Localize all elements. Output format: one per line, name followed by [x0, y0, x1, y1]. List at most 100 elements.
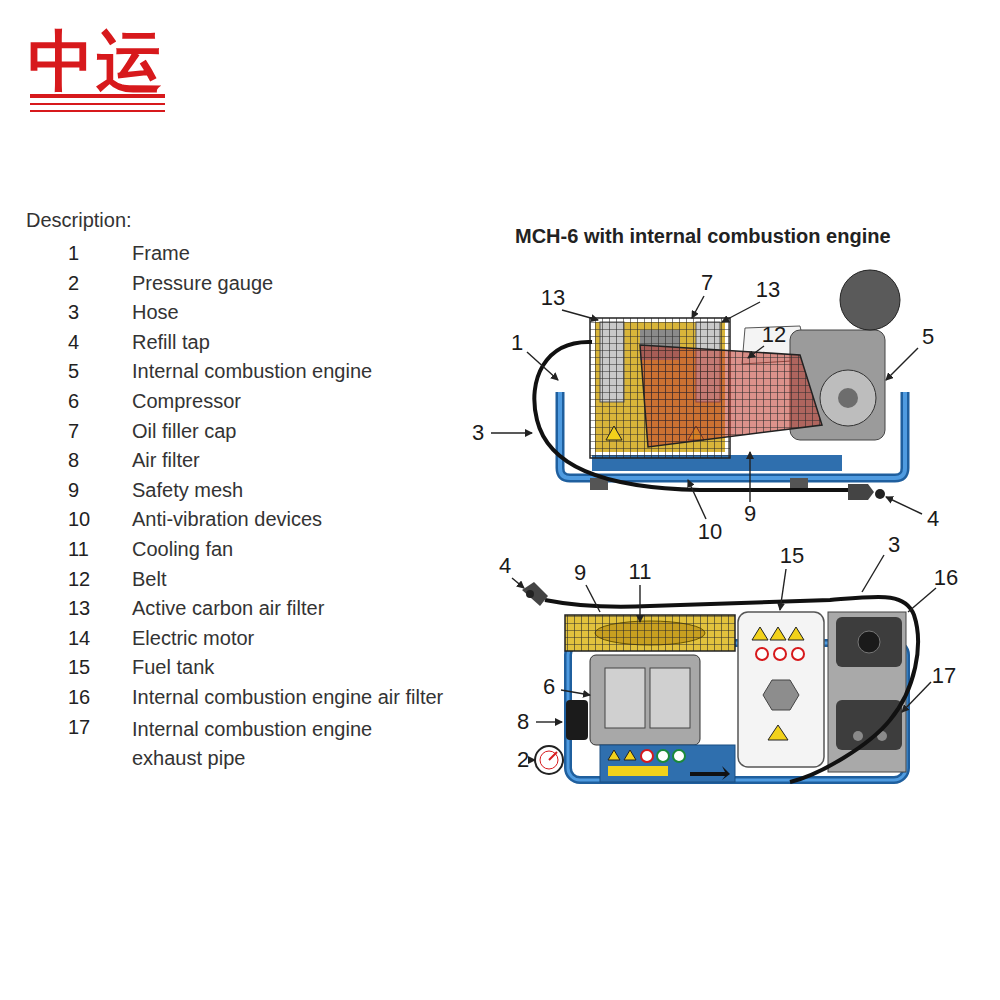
illustration-part [540, 751, 558, 769]
description-heading: Description: [26, 208, 132, 232]
part-name: Safety mesh [132, 478, 243, 502]
illustration-part [673, 750, 685, 762]
illustration-part [756, 648, 768, 660]
callout-number: 1 [511, 330, 523, 356]
callout-number: 4 [499, 553, 511, 579]
item-number: 5 [68, 359, 79, 383]
callout-number: 12 [762, 322, 786, 348]
illustration-part [688, 480, 706, 519]
illustration-part [886, 497, 922, 514]
illustration-part [531, 759, 535, 760]
illustration-part [820, 370, 876, 426]
callout-number: 5 [922, 324, 934, 350]
callout-number: 9 [574, 560, 586, 586]
top-machine [534, 270, 905, 500]
illustration-part [566, 700, 588, 740]
illustration-part [549, 752, 557, 760]
item-number: 16 [68, 685, 90, 709]
item-number: 11 [68, 537, 89, 561]
part-name: Internal combustion engine air filter [132, 685, 443, 709]
callout-number: 4 [927, 506, 939, 532]
callout-number: 3 [472, 420, 484, 446]
illustration-part [768, 725, 788, 740]
callout-number: 16 [934, 565, 958, 591]
callout-number: 7 [701, 270, 713, 296]
item-number: 2 [68, 271, 79, 295]
illustration-part [840, 270, 900, 330]
illustration-part [641, 750, 653, 762]
logo-text: 中运 [28, 22, 164, 101]
callout-number: 13 [756, 277, 780, 303]
illustration-part [561, 690, 590, 695]
illustration-part [886, 348, 918, 380]
illustration-part [535, 746, 563, 774]
part-name: Belt [132, 567, 166, 591]
illustration-part [536, 721, 562, 722]
item-number: 3 [68, 300, 79, 324]
illustration-part [605, 668, 645, 728]
illustration-part [858, 631, 880, 653]
callout-number: 3 [888, 532, 900, 558]
illustration-part [545, 597, 918, 782]
illustration-part [836, 617, 902, 667]
item-number: 14 [68, 626, 90, 650]
part-name: Oil filler cap [132, 419, 236, 443]
callout-number: 11 [629, 559, 652, 585]
illustration-part [763, 680, 799, 710]
part-name: Cooling fan [132, 537, 233, 561]
illustration-part [722, 302, 760, 322]
illustration-part [491, 432, 532, 433]
part-name: Anti-vibration devices [132, 507, 322, 531]
illustration-part [526, 590, 534, 598]
item-number: 13 [68, 596, 90, 620]
part-name: Frame [132, 241, 190, 265]
illustration-part [608, 750, 636, 760]
illustration-part [748, 346, 764, 358]
illustration-part [862, 555, 884, 592]
callout-number: 2 [517, 747, 529, 773]
callout-number: 17 [932, 663, 956, 689]
illustration-part [828, 612, 906, 772]
illustration-part [565, 615, 735, 651]
illustration-part [650, 668, 690, 728]
illustration-part [657, 750, 669, 762]
illustration-part [590, 655, 700, 745]
illustration-part [562, 310, 598, 320]
illustration-part [853, 731, 863, 741]
part-name: Internal combustion engine exhaust pipe [132, 715, 432, 773]
illustration-part [838, 388, 858, 408]
part-name: Hose [132, 300, 179, 324]
callout-number: 9 [744, 501, 756, 527]
part-name: Compressor [132, 389, 241, 413]
illustration-part [774, 648, 786, 660]
illustration-part [608, 766, 668, 776]
illustration-part [534, 342, 848, 490]
diagram-title: MCH-6 with internal combustion engine [515, 224, 891, 248]
illustration-part [565, 615, 735, 651]
part-name: Fuel tank [132, 655, 214, 679]
illustration-part [738, 612, 824, 767]
part-name: Pressure gauge [132, 271, 273, 295]
leader-lines [491, 296, 936, 760]
illustration-part [692, 296, 704, 318]
item-number: 10 [68, 507, 90, 531]
illustration-part [640, 345, 822, 447]
illustration-part [639, 585, 640, 622]
illustration-part [752, 627, 804, 640]
item-number: 1 [68, 241, 79, 265]
warning-icons [608, 750, 730, 780]
part-name: Active carbon air filter [132, 596, 324, 620]
illustration-part [527, 352, 558, 380]
illustration-part [534, 759, 535, 760]
illustration-part [640, 345, 822, 447]
illustration-part [848, 484, 874, 500]
item-number: 7 [68, 419, 79, 443]
part-name: Refill tap [132, 330, 210, 354]
item-number: 4 [68, 330, 79, 354]
item-number: 8 [68, 448, 79, 472]
callout-number: 13 [541, 285, 565, 311]
callout-number: 15 [780, 543, 804, 569]
callout-number: 6 [543, 674, 555, 700]
illustration-part [30, 110, 165, 112]
